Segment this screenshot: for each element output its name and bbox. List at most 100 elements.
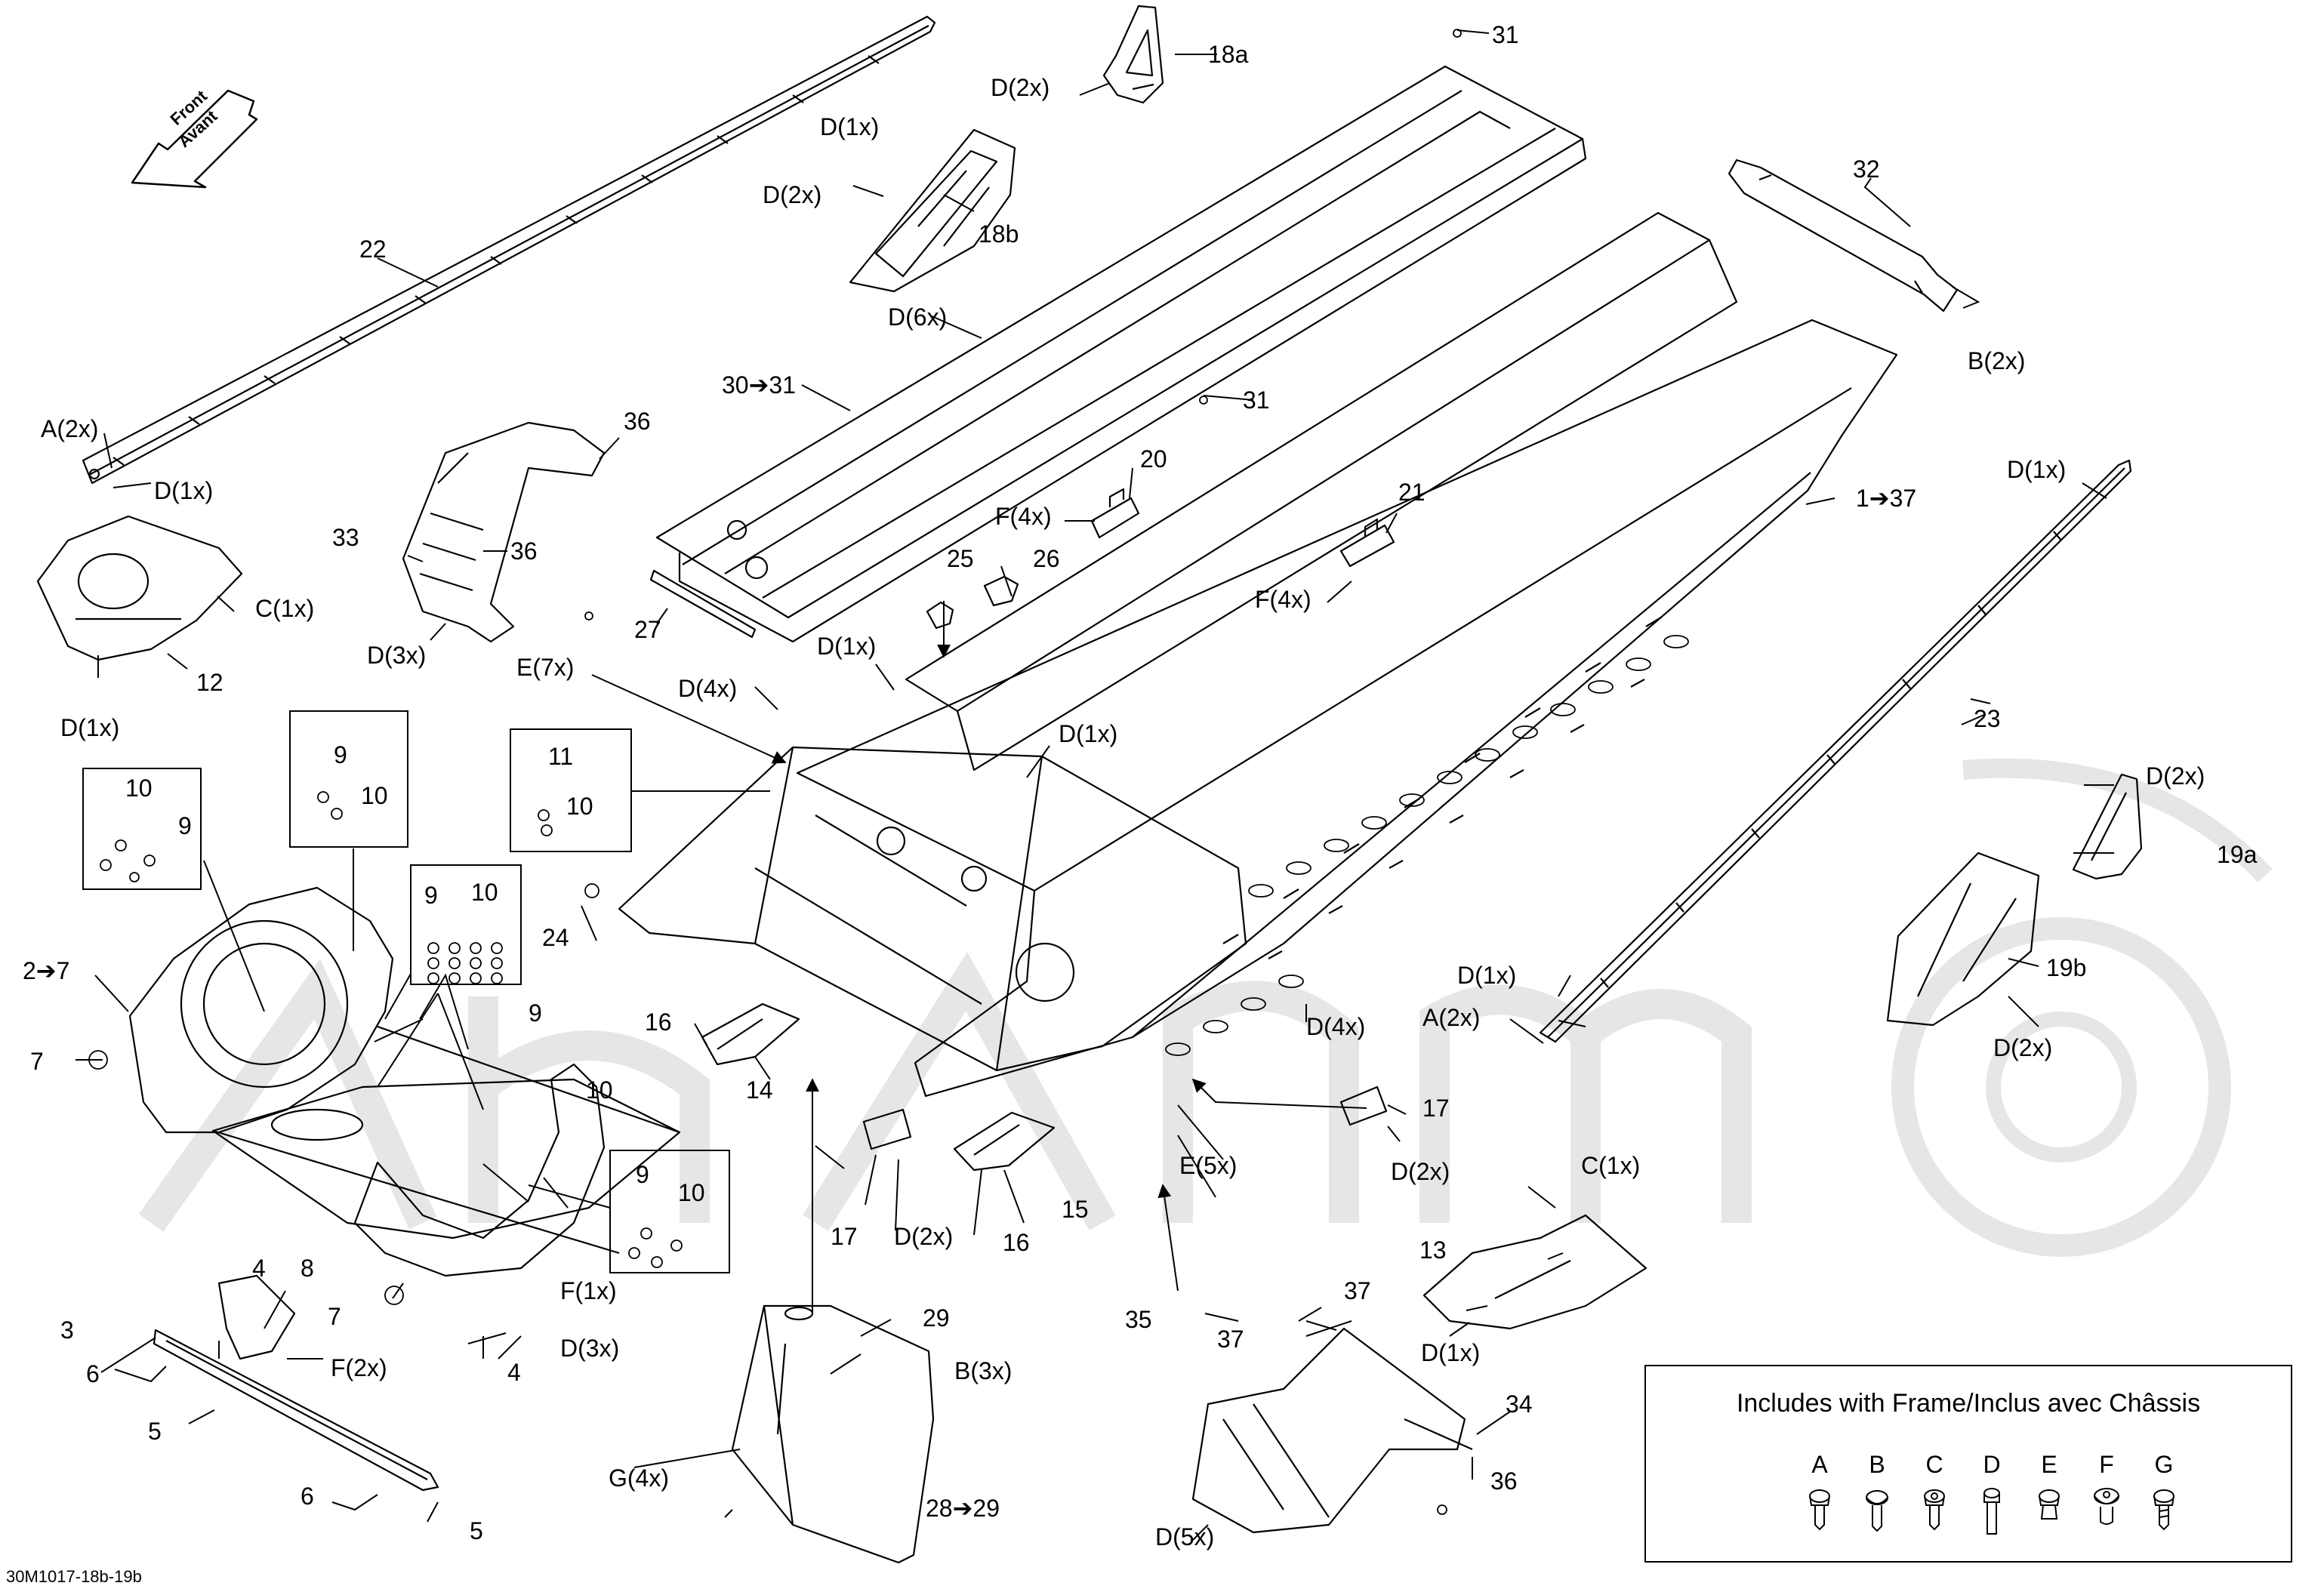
callout-2-7: 2➔7 xyxy=(23,957,70,984)
callout-16-top: 16 xyxy=(645,1008,672,1036)
rivet-d-icon xyxy=(1983,1488,2000,1535)
callout-28-29: 28➔29 xyxy=(926,1495,1000,1522)
callout-1-37: 1➔37 xyxy=(1856,485,1917,512)
callout-d4x-top: D(4x) xyxy=(678,675,738,702)
callout-21: 21 xyxy=(1398,479,1426,506)
callout-d1x-23: D(1x) xyxy=(2007,456,2067,483)
callout-d4x-right: D(4x) xyxy=(1306,1013,1366,1040)
belly-pan xyxy=(211,1078,681,1239)
callout-16-bot: 16 xyxy=(1003,1229,1030,1256)
callout-36-bot: 36 xyxy=(1490,1467,1518,1495)
callout-25: 25 xyxy=(947,545,974,572)
detail-box-4 xyxy=(410,864,522,985)
bracket-33 xyxy=(402,421,606,643)
detail-box-1 xyxy=(82,768,202,890)
bracket-19a xyxy=(2072,773,2143,880)
callout-d1x-mid: D(1x) xyxy=(1059,720,1118,747)
callout-37-a: 37 xyxy=(1344,1277,1371,1304)
callout-36-top: 36 xyxy=(624,408,651,435)
screw-c-icon xyxy=(1924,1489,1945,1531)
callout-e5x: E(5x) xyxy=(1179,1152,1238,1179)
callout-24: 24 xyxy=(542,924,569,951)
legend-letter-b: B xyxy=(1869,1451,1885,1478)
callout-3: 3 xyxy=(60,1316,74,1344)
bracket-34 xyxy=(1191,1327,1473,1534)
callout-5-top: 5 xyxy=(148,1418,162,1445)
box4-callout-10: 10 xyxy=(471,879,498,906)
callout-f4x-20: F(4x) xyxy=(995,503,1052,530)
drawing-code: 30M1017-18b-19b xyxy=(6,1567,142,1586)
callout-31-mid: 31 xyxy=(1243,386,1270,414)
callout-7-bot: 7 xyxy=(328,1303,341,1330)
box5-callout-10: 10 xyxy=(678,1179,705,1206)
hardware-legend: Includes with Frame/Inclus avec Châssis … xyxy=(1644,1365,2292,1563)
callout-d2x-17l: D(2x) xyxy=(894,1223,954,1250)
callout-9-mid: 9 xyxy=(529,999,542,1027)
callout-4-bot: 4 xyxy=(507,1359,521,1386)
box3-callout-11: 11 xyxy=(548,743,574,770)
callout-12: 12 xyxy=(196,669,223,696)
callout-b2x: B(2x) xyxy=(1968,347,2026,374)
screw-b-icon xyxy=(1866,1490,1888,1532)
front-bulkhead-2 xyxy=(128,886,680,1255)
detail-box-2 xyxy=(289,710,408,848)
plate-17-left xyxy=(862,1108,912,1150)
callout-d1x-22: D(1x) xyxy=(820,113,880,140)
legend-letter-e: E xyxy=(2041,1451,2057,1478)
front-arrow-graphic xyxy=(131,89,258,189)
front-hoop xyxy=(353,1063,606,1277)
leader-lines xyxy=(76,29,2114,1541)
legend-title: Includes with Frame/Inclus avec Châssis xyxy=(1736,1389,2201,1418)
callout-5-bot: 5 xyxy=(470,1517,483,1544)
legend-letter-c: C xyxy=(1925,1451,1943,1478)
detail-box-5 xyxy=(609,1150,730,1273)
callout-d6x: D(6x) xyxy=(888,303,948,331)
callout-d2x-18a: D(2x) xyxy=(991,74,1050,101)
callout-31-top: 31 xyxy=(1492,21,1519,48)
bracket-12 xyxy=(36,515,243,661)
callout-22: 22 xyxy=(359,236,387,263)
bracket-14 xyxy=(701,1002,800,1066)
rivet-e-icon xyxy=(2039,1489,2060,1520)
callout-d1x-25: D(1x) xyxy=(817,633,877,660)
callout-7-left: 7 xyxy=(30,1048,44,1075)
watermark-graphic xyxy=(138,758,2273,1257)
callout-d3x-33: D(3x) xyxy=(367,642,427,669)
callout-18b: 18b xyxy=(979,220,1019,248)
box2-callout-9: 9 xyxy=(334,741,347,768)
bracket-18b xyxy=(849,128,1016,293)
frame-cutouts xyxy=(1165,635,1689,1056)
callout-37-b: 37 xyxy=(1217,1326,1244,1353)
callout-23: 23 xyxy=(1974,705,2001,732)
callout-f4x-21: F(4x) xyxy=(1255,586,1311,613)
bracket-13 xyxy=(1422,1214,1647,1330)
callout-g4x: G(4x) xyxy=(609,1464,669,1492)
rivet-f-icon xyxy=(2094,1488,2119,1525)
main-frame-1 xyxy=(796,319,1898,1098)
rear-bar-32 xyxy=(1728,159,1959,313)
callout-d2x-19a: D(2x) xyxy=(2146,762,2205,790)
callout-4-top: 4 xyxy=(252,1255,266,1282)
clip-20 xyxy=(1090,488,1140,539)
callout-17-right: 17 xyxy=(1422,1095,1450,1122)
callout-26: 26 xyxy=(1033,545,1060,572)
legend-letter-a: A xyxy=(1811,1451,1828,1478)
callout-15: 15 xyxy=(1062,1196,1089,1223)
legend-letter-d: D xyxy=(1983,1451,2001,1478)
part-27 xyxy=(649,569,757,639)
callout-18a: 18a xyxy=(1208,41,1249,68)
callout-19a: 19a xyxy=(2217,841,2258,868)
callout-20: 20 xyxy=(1140,445,1167,473)
box1-callout-9: 9 xyxy=(178,812,192,839)
part-26 xyxy=(983,575,1019,607)
box5-callout-9: 9 xyxy=(636,1161,649,1188)
callout-13: 13 xyxy=(1419,1236,1447,1264)
legend-letter-f: F xyxy=(2099,1451,2114,1478)
callout-f1x: F(1x) xyxy=(560,1277,617,1304)
heat-exchanger-28 xyxy=(731,1304,935,1564)
callout-10-mid: 10 xyxy=(586,1076,613,1104)
box3-callout-10: 10 xyxy=(566,793,593,820)
box2-callout-10: 10 xyxy=(361,782,388,809)
